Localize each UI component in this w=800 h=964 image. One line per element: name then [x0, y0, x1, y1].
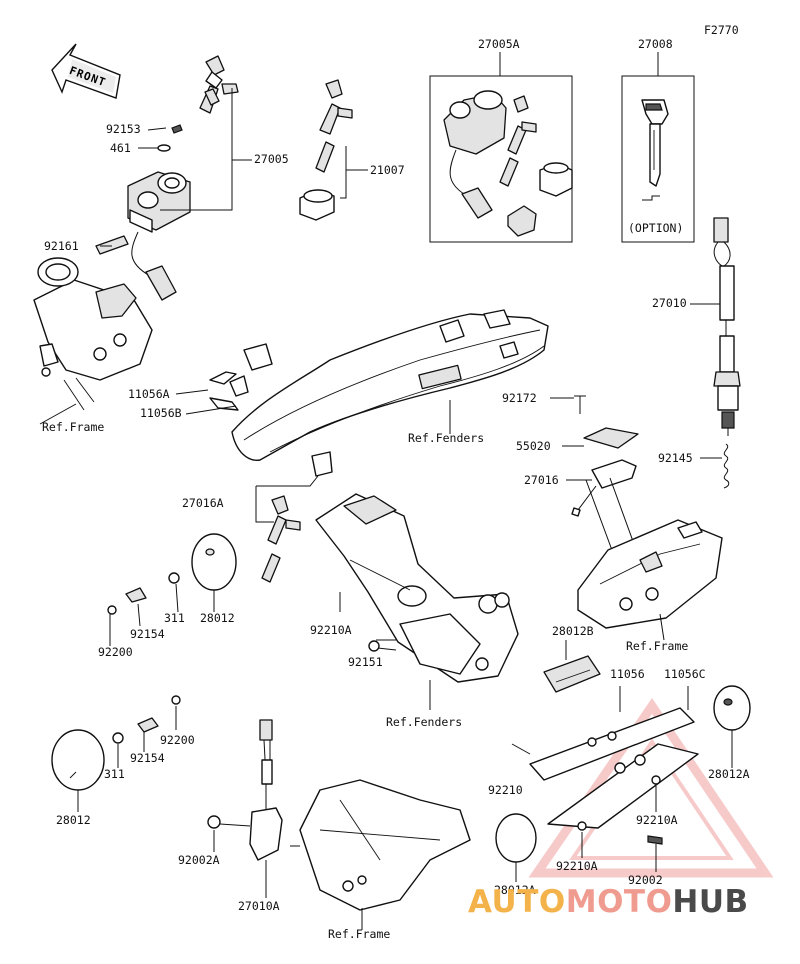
- label-ref-frame-1: Ref.Frame: [42, 420, 105, 434]
- frame-rear-right: [577, 519, 723, 629]
- seat-lock-assembly: [571, 395, 651, 589]
- label-311-a: 311: [164, 611, 185, 625]
- watermark-hub: HUB: [672, 884, 749, 920]
- label-92002A: 92002A: [178, 853, 220, 867]
- label-28012A-2: 28012A: [494, 883, 536, 897]
- label-92145: 92145: [658, 451, 693, 465]
- label-92200-b: 92200: [160, 733, 195, 747]
- label-92161: 92161: [44, 239, 79, 253]
- ignition-set-27005A: [429, 75, 573, 243]
- key-blank-27008: [621, 75, 695, 243]
- keys-27016A: [261, 495, 301, 583]
- label-11056A: 11056A: [128, 387, 170, 401]
- label-11056C: 11056C: [664, 667, 706, 681]
- label-option: (OPTION): [628, 221, 684, 235]
- reflector-28012-upper: [107, 533, 237, 615]
- switch-27010: [713, 217, 741, 436]
- label-92151: 92151: [348, 655, 383, 669]
- label-ref-fenders-2: Ref.Fenders: [386, 715, 463, 729]
- key-set-21007: [299, 79, 353, 221]
- plate-bracket-11056: [511, 707, 699, 829]
- label-92002: 92002: [628, 873, 663, 887]
- label-28012A-1: 28012A: [708, 767, 750, 781]
- label-28012-a: 28012: [200, 611, 235, 625]
- label-92210A-b: 92210A: [636, 813, 678, 827]
- label-92210A-a: 92210A: [310, 623, 352, 637]
- frame-rear-lower: [299, 779, 471, 911]
- label-55020: 55020: [516, 439, 551, 453]
- watermark-auto: AUTO: [468, 884, 566, 920]
- label-92200-a: 92200: [98, 645, 133, 659]
- label-92154-a: 92154: [130, 627, 165, 641]
- label-27010: 27010: [652, 296, 687, 310]
- label-ref-fenders-1: Ref.Fenders: [408, 431, 485, 445]
- label-92210: 92210: [488, 783, 523, 797]
- label-ref-frame-3: Ref.Frame: [328, 927, 391, 941]
- figure-code: F2770: [704, 23, 739, 37]
- label-92153: 92153: [106, 122, 141, 136]
- watermark-moto: MOTO: [565, 884, 673, 920]
- reflector-28012-lower: [51, 695, 181, 791]
- label-ref-frame-2: Ref.Frame: [626, 639, 689, 653]
- watermark-logo: AUTOMOTOHUB: [468, 884, 749, 920]
- label-92172: 92172: [502, 391, 537, 405]
- label-27008: 27008: [638, 37, 673, 51]
- label-27010A: 27010A: [238, 899, 280, 913]
- label-461: 461: [110, 141, 131, 155]
- label-11056: 11056: [610, 667, 645, 681]
- label-27005A: 27005A: [478, 37, 520, 51]
- label-11056B: 11056B: [140, 406, 182, 420]
- lock-27016A: [311, 451, 333, 477]
- label-27016: 27016: [524, 473, 559, 487]
- label-92154-b: 92154: [130, 751, 165, 765]
- switch-27010A: [207, 719, 283, 861]
- label-27005: 27005: [254, 152, 289, 166]
- brackets-11056A-11056B: [209, 371, 249, 411]
- label-27016A: 27016A: [182, 496, 224, 510]
- reflector-28012A-lower: [495, 813, 537, 863]
- tail-fender-center: [315, 493, 519, 683]
- license-lamp-28012B: [543, 655, 601, 693]
- rear-fender-upper: [231, 309, 549, 477]
- label-28012-b: 28012: [56, 813, 91, 827]
- ignition-switch-27005: [33, 55, 239, 411]
- label-28012B: 28012B: [552, 624, 594, 638]
- front-arrow-icon: [51, 43, 121, 99]
- label-21007: 21007: [370, 163, 405, 177]
- label-311-b: 311: [104, 767, 125, 781]
- spring-92145: [723, 443, 730, 489]
- reflector-28012A-right: [713, 685, 751, 731]
- label-92210A-c: 92210A: [556, 859, 598, 873]
